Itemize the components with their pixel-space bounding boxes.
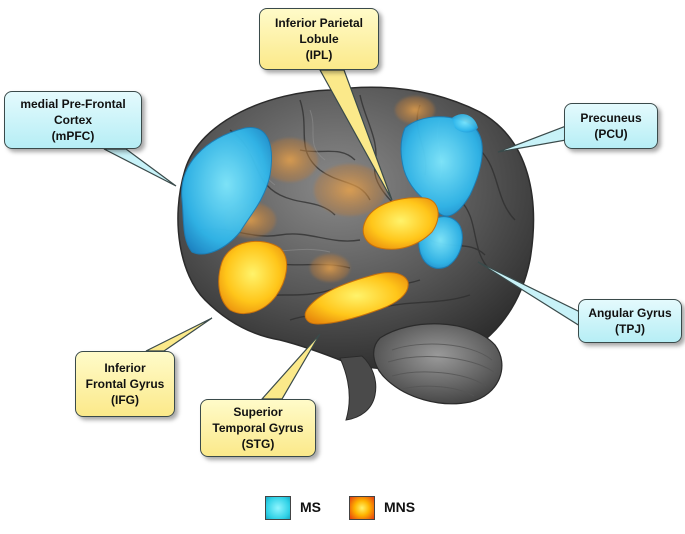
pointer-mpfc [103,148,177,187]
callout-pcu-line2: (PCU) [594,127,628,141]
legend-label-mns: MNS [384,499,416,515]
callout-tpj-line1: Angular Gyrus [588,306,672,320]
legend-swatch-ms [265,496,291,520]
pointer-ipl [318,69,393,201]
callout-ifg-line1: Inferior [104,361,146,375]
callout-ipl-line2: Lobule [299,32,339,46]
callout-tpj-line2: (TPJ) [615,322,645,336]
callout-tpj: Angular Gyrus (TPJ) [578,299,682,343]
callout-stg-line1: Superior [233,405,283,419]
callout-stg-line2: Temporal Gyrus [212,421,304,435]
legend-swatch-mns [349,496,375,520]
mns-region-ifg [218,240,288,314]
callout-mpfc: medial Pre-Frontal Cortex (mPFC) [4,91,142,149]
callout-pcu: Precuneus (PCU) [564,103,658,149]
callout-stg: Superior Temporal Gyrus (STG) [200,399,316,457]
callout-ifg-line3: (IFG) [111,393,139,407]
callout-stg-line3: (STG) [241,437,275,451]
callout-ipl-line3: (IPL) [305,48,333,62]
legend-label-ms: MS [300,499,321,515]
callout-ifg: Inferior Frontal Gyrus (IFG) [75,351,175,417]
mns-region-stg [304,272,409,325]
mns-region-ipl [362,197,439,250]
callout-mpfc-line2: Cortex [53,113,92,127]
mns-regions [218,197,439,325]
ms-regions [181,114,483,269]
callout-ipl-line1: Inferior Parietal [274,16,364,30]
callout-ipl: Inferior Parietal Lobule (IPL) [259,8,379,70]
pointer-ifg [145,317,213,352]
callout-mpfc-line1: medial Pre-Frontal [20,97,126,111]
callout-mpfc-line3: (mPFC) [51,129,95,143]
ms-region-pcu-top [452,114,478,133]
callout-pointers [103,69,581,400]
callout-pcu-line1: Precuneus [580,111,642,125]
ms-region-mpfc [181,127,273,255]
callout-ifg-line2: Frontal Gyrus [85,377,165,391]
